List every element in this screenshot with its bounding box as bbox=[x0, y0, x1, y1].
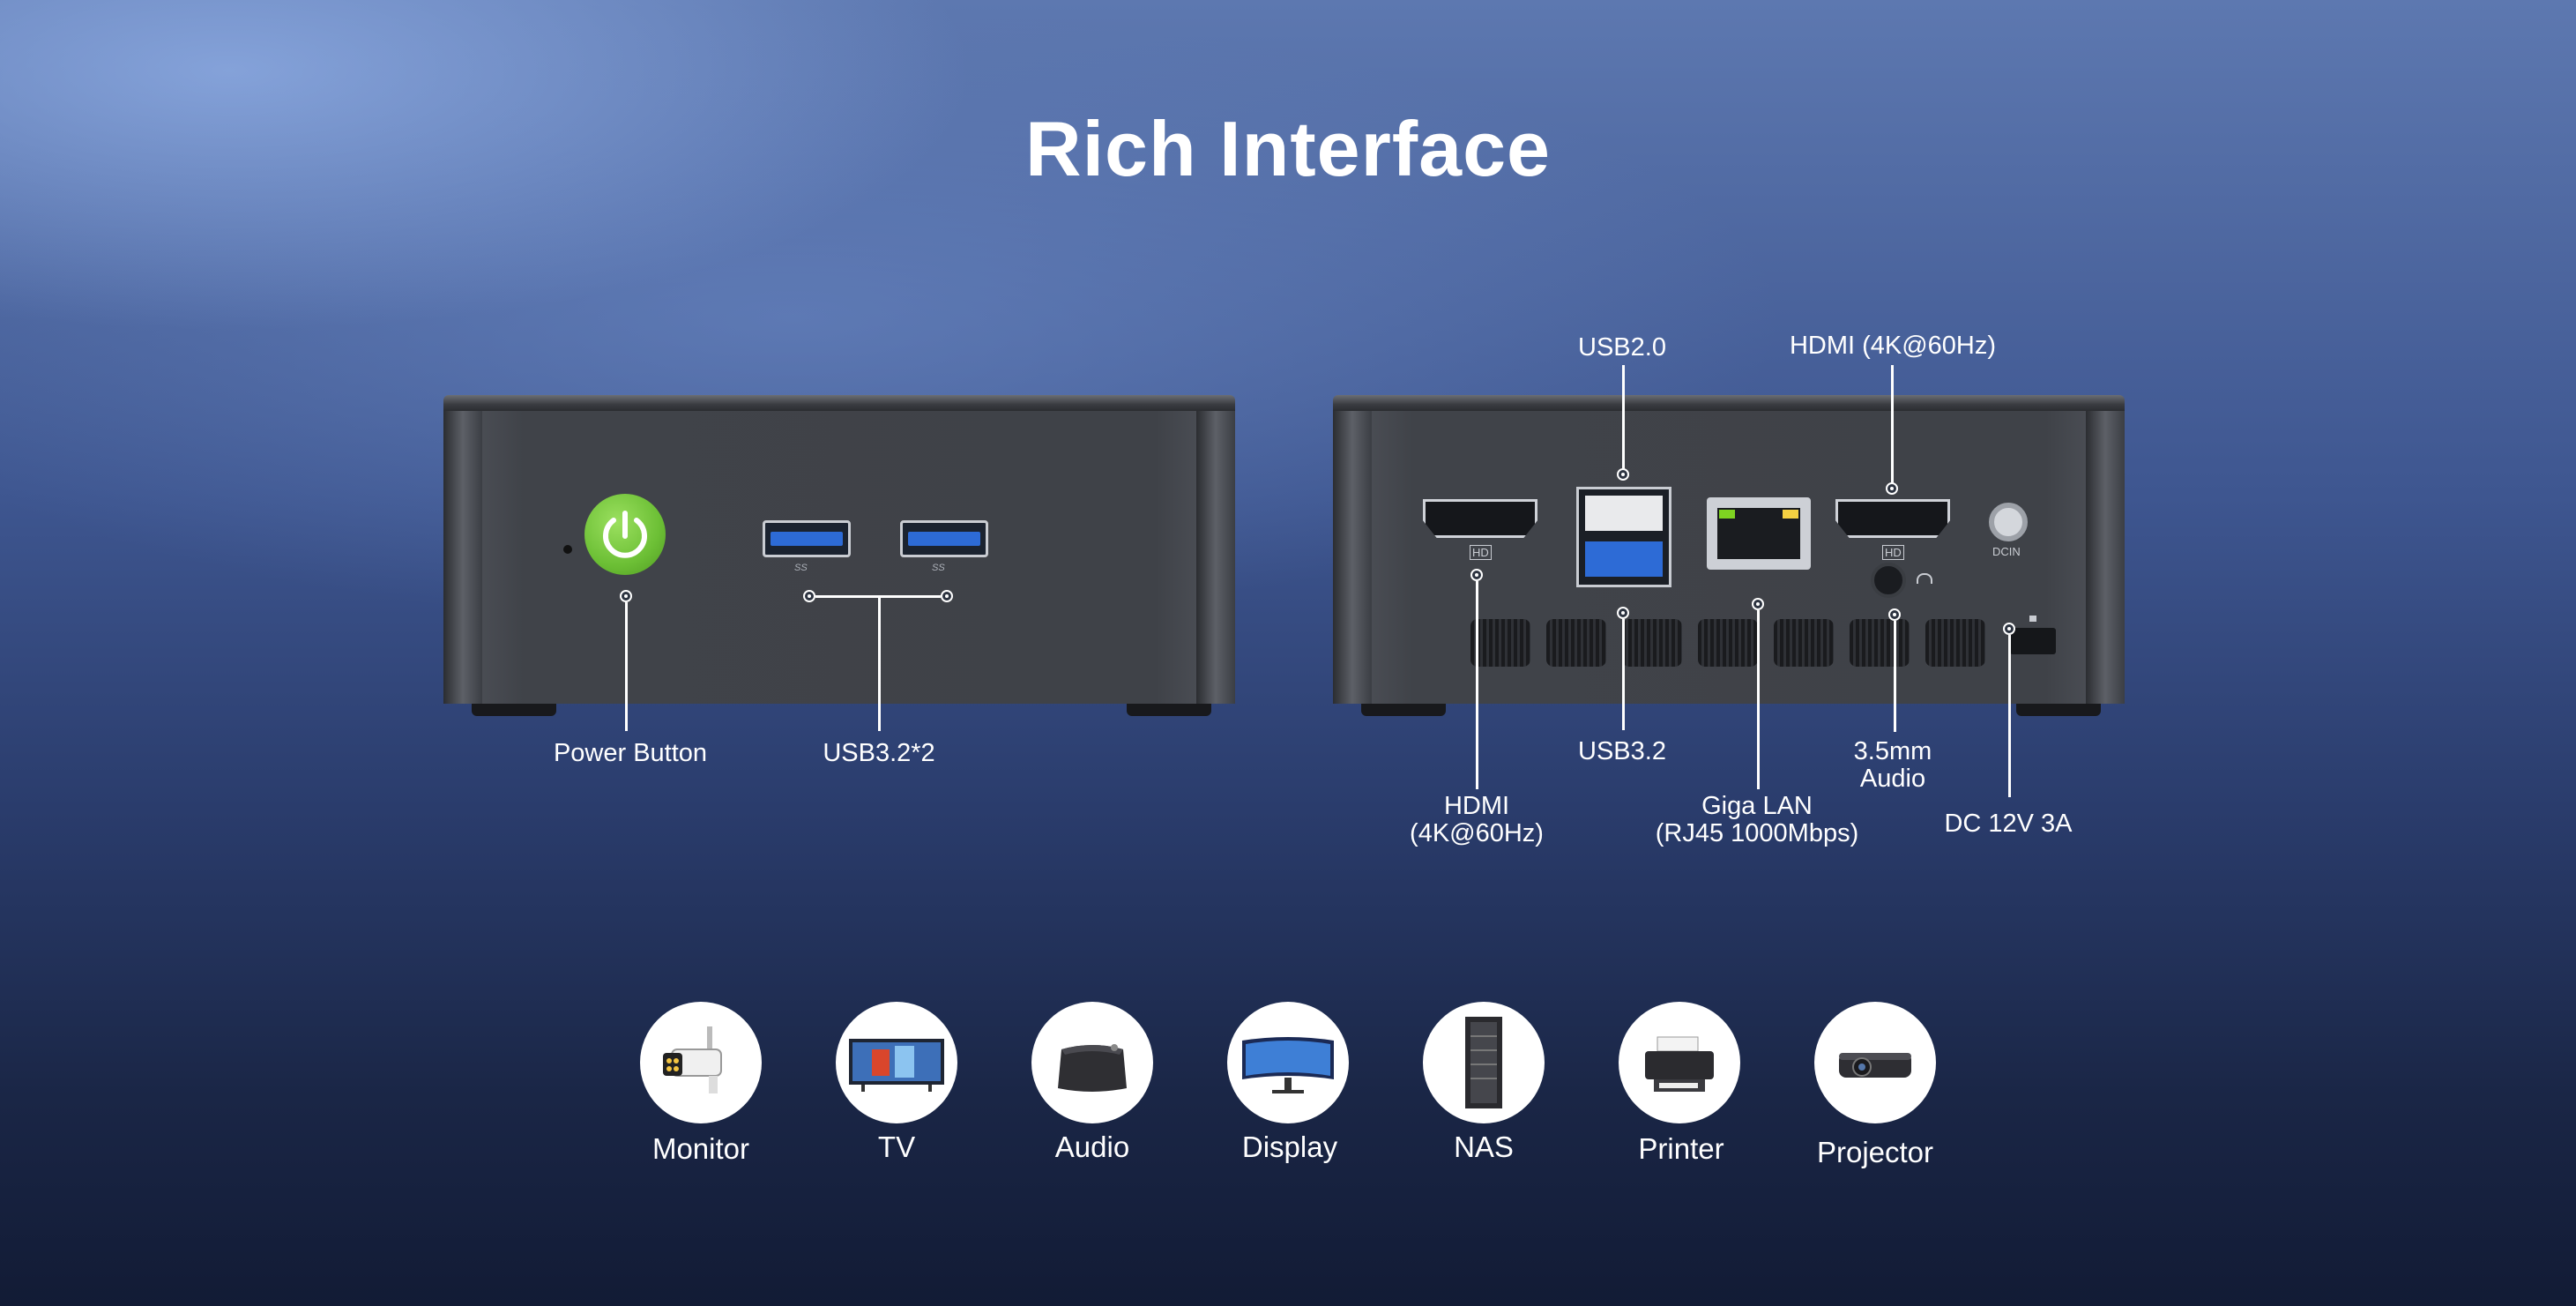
back-right-edge bbox=[2086, 411, 2125, 704]
power-callout-line bbox=[625, 602, 628, 731]
ss-logo: SS bbox=[932, 563, 945, 573]
usb32x2-label: USB3.2*2 bbox=[823, 739, 935, 767]
dc-callout-line bbox=[2008, 635, 2011, 797]
hdmi-top-callout-dot bbox=[1886, 482, 1898, 495]
dcin-mark: DCIN bbox=[1992, 545, 2021, 558]
headphone-icon bbox=[1917, 573, 1932, 584]
vent bbox=[1546, 619, 1606, 667]
usb-front-callout-vline bbox=[878, 597, 881, 731]
speaker-icon bbox=[1058, 1044, 1127, 1092]
usb2-port bbox=[1585, 496, 1663, 531]
usb32-label: USB3.2 bbox=[1578, 737, 1666, 765]
front-top-lid bbox=[443, 395, 1235, 411]
front-right-edge bbox=[1196, 411, 1235, 704]
audio-callout-dot bbox=[1888, 608, 1901, 621]
tv-icon bbox=[849, 1039, 944, 1092]
usb3-port-front-2 bbox=[900, 520, 988, 557]
printer-icon bbox=[1645, 1036, 1714, 1092]
device-circle-printer bbox=[1619, 1002, 1740, 1123]
vent bbox=[1622, 619, 1682, 667]
lan-label-2: (RJ45 1000Mbps) bbox=[1655, 819, 1859, 847]
device-label-printer: Printer bbox=[1638, 1132, 1724, 1165]
device-label-nas: NAS bbox=[1454, 1131, 1514, 1163]
lock-icon bbox=[2029, 616, 2036, 622]
mini-pc-back-view: HD HD DCIN bbox=[1333, 395, 2125, 704]
ss-logo: SS bbox=[794, 563, 808, 573]
audio-jack bbox=[1871, 563, 1906, 598]
dc-label: DC 12V 3A bbox=[1944, 810, 2073, 838]
usb2-label: USB2.0 bbox=[1578, 333, 1666, 362]
vent bbox=[1698, 619, 1758, 667]
usb3-port-front-1 bbox=[763, 520, 851, 557]
dc-in-jack bbox=[1989, 503, 2028, 541]
device-circle-projector bbox=[1814, 1002, 1936, 1123]
usb2-callout-line bbox=[1622, 365, 1625, 471]
usb3-port-back bbox=[1585, 541, 1663, 577]
lan-led-green bbox=[1719, 510, 1735, 519]
device-circle-display bbox=[1227, 1002, 1349, 1123]
audio-label-2: Audio bbox=[1859, 765, 1926, 793]
vent bbox=[1850, 619, 1910, 667]
audio-label-1: 3.5mm bbox=[1853, 737, 1932, 765]
usb32-callout-line bbox=[1622, 619, 1625, 730]
back-foot-right bbox=[2016, 704, 2101, 716]
curved-monitor-icon bbox=[1242, 1037, 1334, 1093]
usb2-callout-dot bbox=[1617, 468, 1629, 481]
audio-callout-line bbox=[1894, 621, 1896, 732]
lan-label-1: Giga LAN bbox=[1701, 792, 1813, 820]
usb-front-callout-dot-1 bbox=[803, 590, 815, 602]
device-circle-nas bbox=[1423, 1002, 1545, 1123]
lan-callout-line bbox=[1757, 610, 1760, 789]
dc-callout-dot bbox=[2003, 623, 2015, 635]
device-circle-tv bbox=[836, 1002, 957, 1123]
usb32-callout-dot bbox=[1617, 607, 1629, 619]
vent bbox=[1470, 619, 1530, 667]
status-led bbox=[563, 545, 572, 554]
hdmi-left-callout-dot bbox=[1470, 569, 1483, 581]
hdmi-left-label-2: (4K@60Hz) bbox=[1410, 819, 1544, 847]
hd-mark: HD bbox=[1470, 545, 1492, 560]
device-label-monitor: Monitor bbox=[651, 1132, 750, 1165]
device-circle-audio bbox=[1031, 1002, 1153, 1123]
power-callout-dot bbox=[620, 590, 632, 602]
hd-mark: HD bbox=[1882, 545, 1904, 560]
front-foot-right bbox=[1127, 704, 1211, 716]
hdmi-top-label: HDMI (4K@60Hz) bbox=[1789, 332, 1997, 360]
device-label-tv: TV bbox=[877, 1131, 916, 1163]
usb-front-callout-dot-2 bbox=[941, 590, 953, 602]
device-label-display: Display bbox=[1241, 1131, 1338, 1163]
server-rack-icon bbox=[1465, 1017, 1502, 1108]
hdmi-left-callout-line bbox=[1476, 581, 1478, 789]
back-top-lid bbox=[1333, 395, 2125, 411]
vent bbox=[1925, 619, 1985, 667]
projector-icon bbox=[1839, 1053, 1911, 1078]
front-foot-left bbox=[472, 704, 556, 716]
lan-port bbox=[1707, 497, 1811, 570]
power-button-label: Power Button bbox=[553, 739, 708, 767]
hdmi-port-left bbox=[1423, 499, 1537, 538]
power-button bbox=[584, 494, 666, 575]
back-foot-left bbox=[1361, 704, 1446, 716]
usb-front-callout-hline bbox=[815, 595, 941, 598]
hdmi-port-right bbox=[1835, 499, 1950, 538]
kensington-lock-slot bbox=[2010, 628, 2056, 654]
page-title: Rich Interface bbox=[1025, 105, 1551, 192]
lan-led-yellow bbox=[1783, 510, 1798, 519]
lan-callout-dot bbox=[1752, 598, 1764, 610]
mini-pc-front-view: SS SS bbox=[443, 395, 1235, 704]
hdmi-left-label-1: HDMI bbox=[1443, 792, 1510, 820]
device-circle-monitor bbox=[640, 1002, 762, 1123]
device-label-projector: Projector bbox=[1816, 1136, 1934, 1168]
back-left-edge bbox=[1333, 411, 1372, 704]
hdmi-top-callout-line bbox=[1891, 365, 1894, 485]
vent bbox=[1774, 619, 1834, 667]
power-icon bbox=[603, 511, 647, 558]
device-label-audio: Audio bbox=[1054, 1131, 1130, 1163]
front-left-edge bbox=[443, 411, 482, 704]
security-camera-icon bbox=[663, 1026, 722, 1093]
